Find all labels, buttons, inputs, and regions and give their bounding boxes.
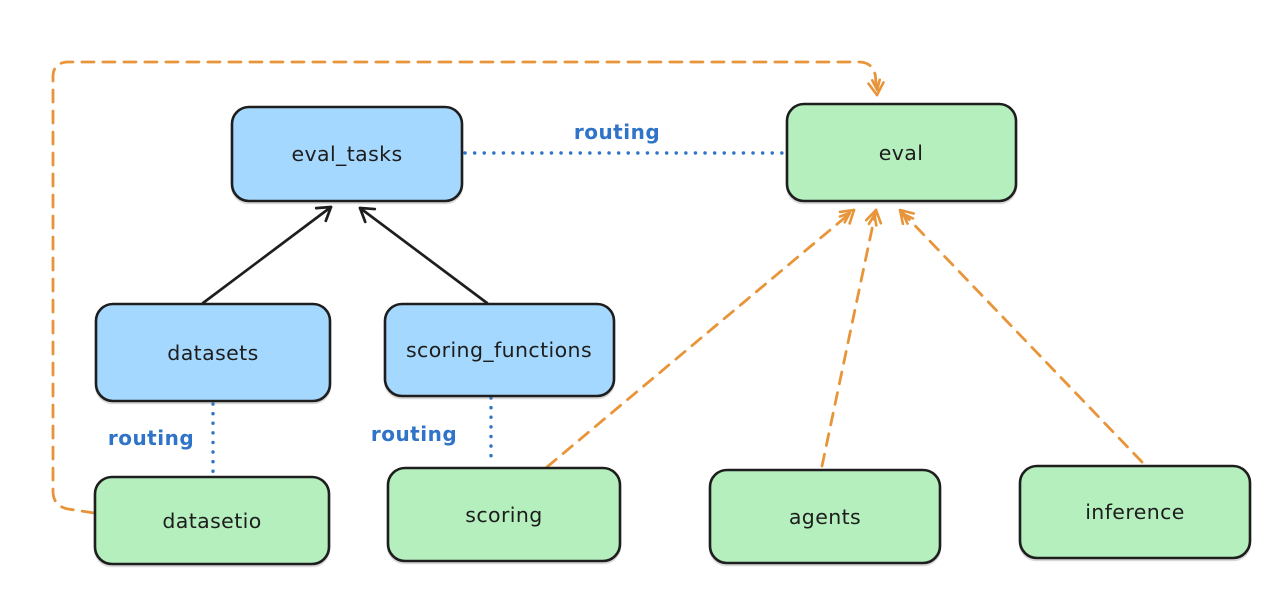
diagram-edge-labels: routing routing routing [108,120,660,450]
routing-label-eval-tasks-eval: routing [574,120,660,144]
node-scoring-functions-box [383,302,616,398]
node-agents-label: agents [789,505,861,529]
node-agents: agents [708,468,942,565]
edge-scoring-functions-eval-tasks [358,206,489,305]
node-datasets-box [94,302,332,403]
routing-label-scoring-functions-scoring: routing [371,422,457,446]
node-datasets: datasets [94,302,332,403]
node-scoring-functions: scoring_functions [383,302,616,398]
node-inference: inference [1018,464,1252,560]
node-eval-label: eval [879,141,924,165]
node-eval-tasks: eval_tasks [230,105,464,203]
node-eval-tasks-label: eval_tasks [291,142,402,167]
node-datasets-label: datasets [167,341,258,365]
node-scoring: scoring [386,466,622,563]
node-scoring-label: scoring [465,503,542,527]
node-inference-label: inference [1085,500,1185,524]
node-inference-box [1018,464,1252,560]
node-datasetio: datasetio [93,475,331,566]
routing-label-datasets-datasetio: routing [108,426,194,450]
diagram-edges [51,60,1144,515]
edge-agents-eval [820,208,883,468]
node-datasetio-label: datasetio [162,509,261,533]
edge-scoring-eval [545,208,856,469]
node-scoring-functions-label: scoring_functions [406,338,592,363]
edge-datasets-eval-tasks [201,205,333,305]
node-eval-box [785,102,1018,203]
node-scoring-box [386,466,622,563]
node-datasetio-box [93,475,331,566]
diagram-nodes: eval_tasks eval datasets scoring_functio… [93,102,1252,566]
node-eval-tasks-box [230,105,464,203]
edge-inference-eval [898,208,1144,464]
node-eval: eval [785,102,1018,203]
node-agents-box [708,468,942,565]
